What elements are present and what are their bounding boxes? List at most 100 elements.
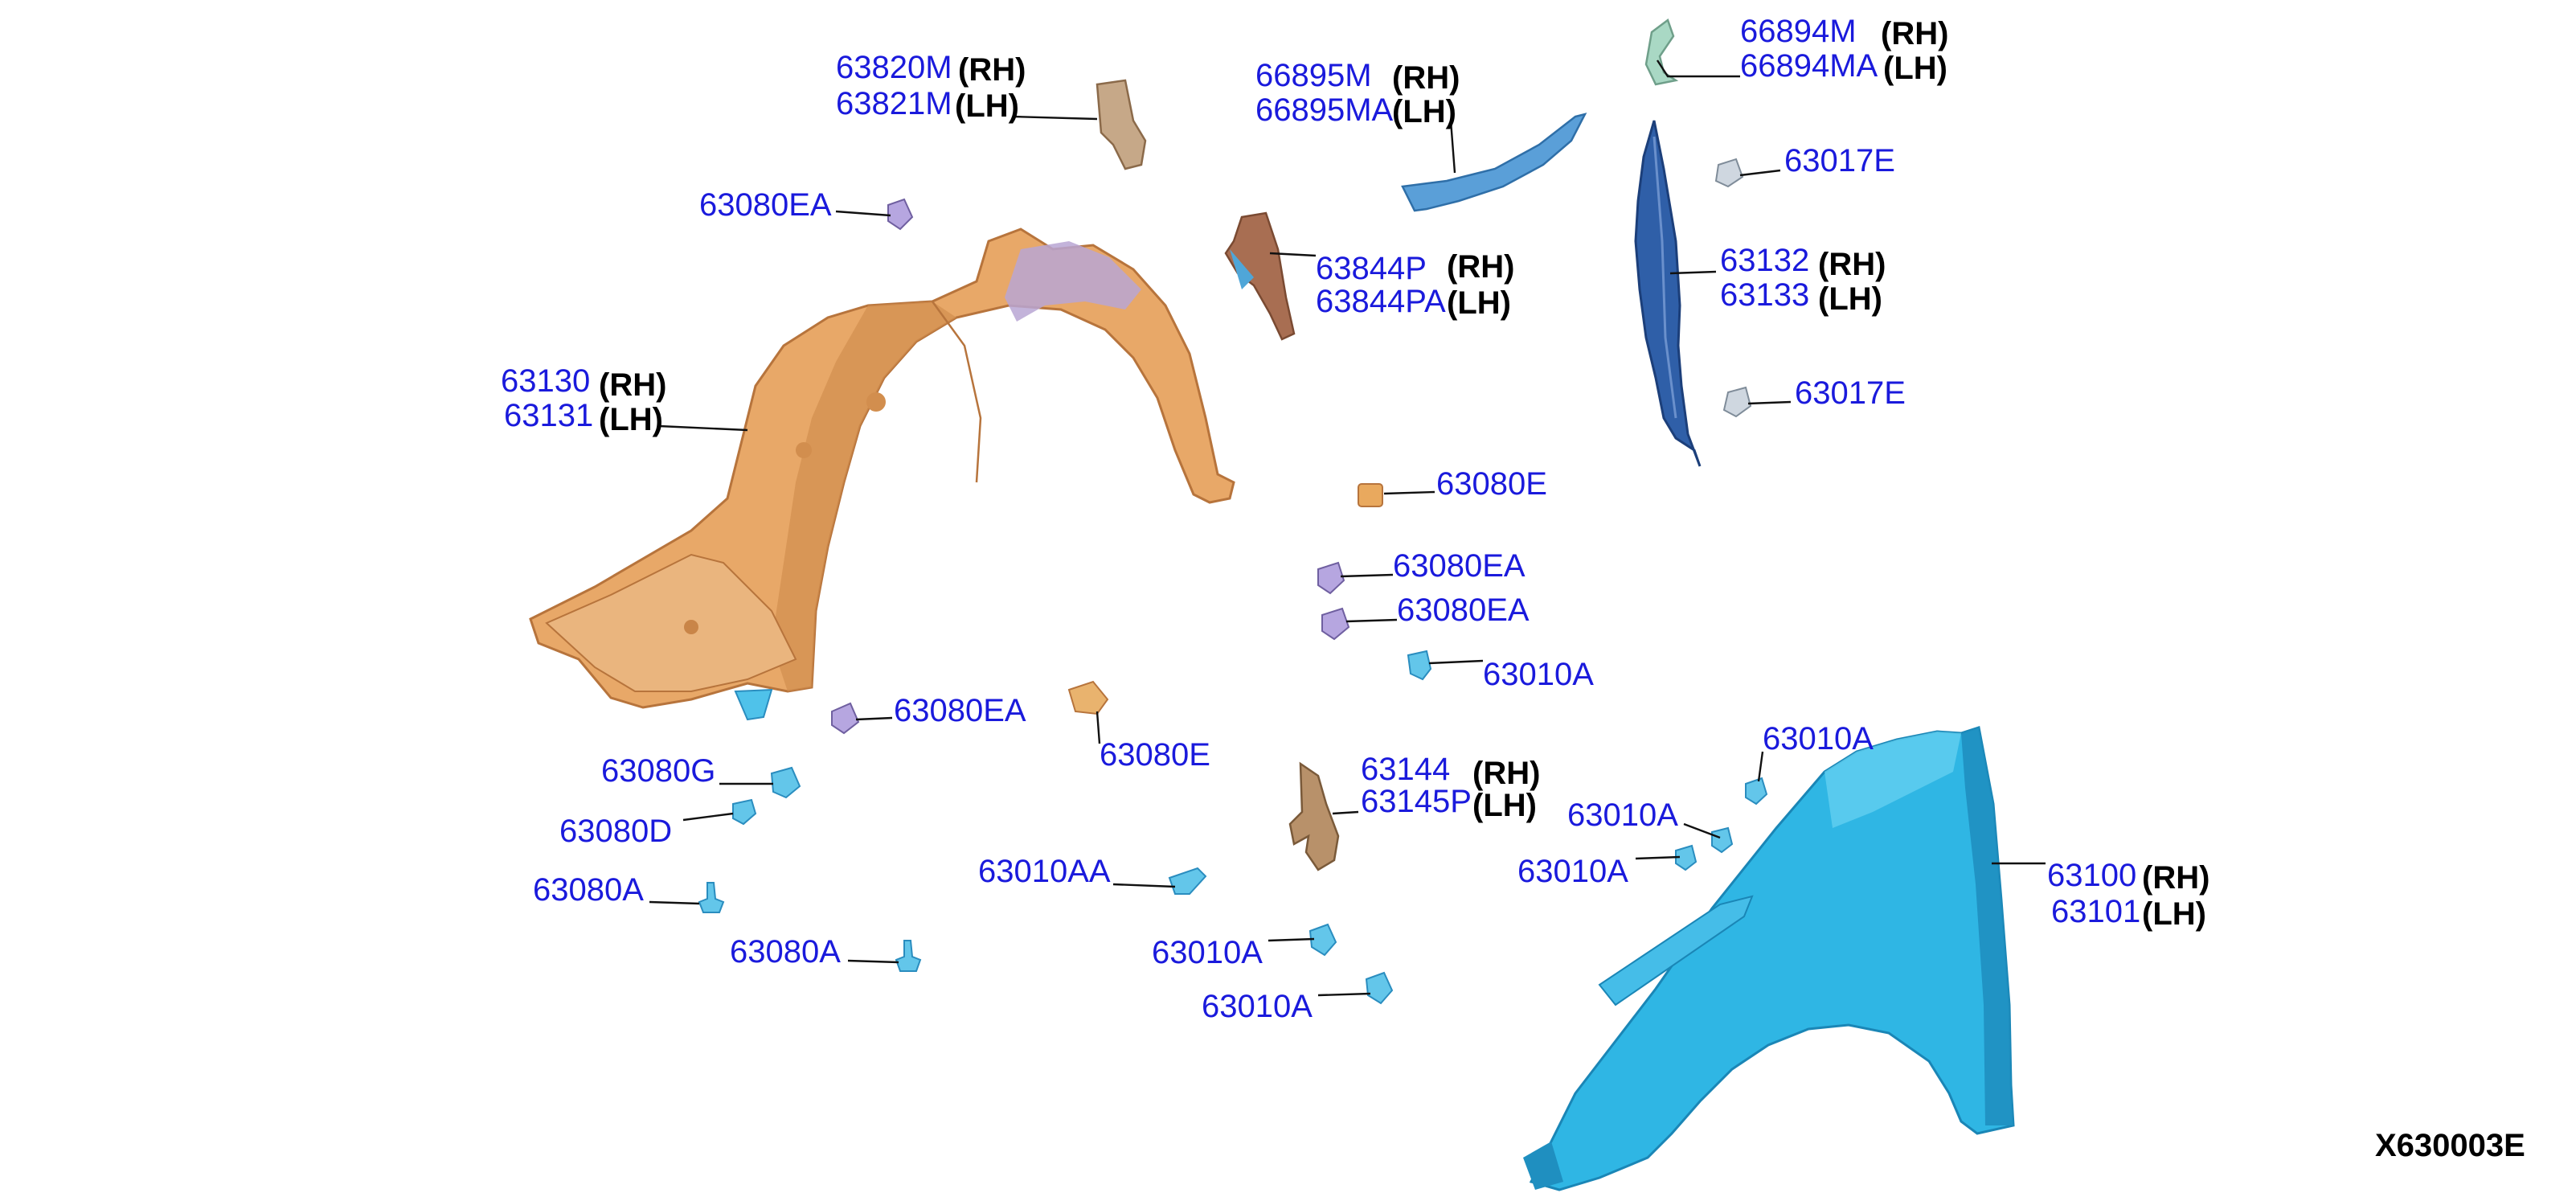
side-label: (RH) bbox=[958, 52, 1026, 88]
part-number-label: 63101 bbox=[2051, 894, 2140, 929]
clip-icon bbox=[1321, 607, 1350, 641]
clip-icon bbox=[770, 766, 801, 799]
leader-line bbox=[1317, 992, 1371, 997]
leader-line bbox=[1428, 659, 1484, 665]
fender-illustration bbox=[1523, 726, 2015, 1191]
part-labels: 63820M (RH) 63821M (LH) 66895M (RH) 6689… bbox=[501, 14, 2525, 1163]
part-number-label: 63132 bbox=[1720, 243, 1809, 278]
leader-line bbox=[1012, 115, 1098, 121]
leader-line bbox=[1269, 252, 1317, 257]
part-number-label: 63080A bbox=[533, 872, 644, 908]
side-label: (RH) bbox=[2142, 860, 2209, 896]
wheel-liner-top-plate bbox=[1005, 241, 1141, 322]
leader-line bbox=[1757, 751, 1764, 782]
side-label: (LH) bbox=[2142, 896, 2206, 932]
wheel-liner-illustration bbox=[529, 228, 1235, 721]
seal-illustration bbox=[1644, 18, 1679, 86]
grommet-icon bbox=[1722, 386, 1752, 418]
part-number-label: 63144 bbox=[1361, 752, 1450, 787]
moulding-shape bbox=[1401, 113, 1587, 212]
part-number-label: 63010A bbox=[1152, 935, 1263, 970]
wheel-liner-shading bbox=[772, 301, 956, 691]
part-number-label: 63010A bbox=[1517, 854, 1628, 889]
side-label: (LH) bbox=[1818, 281, 1882, 317]
part-number-label: 63080EA bbox=[1393, 548, 1526, 584]
part-number-label: 66895M bbox=[1255, 58, 1372, 93]
fender-dark-edge bbox=[1961, 728, 2013, 1125]
leader-line bbox=[835, 210, 891, 217]
part-number-label: 63080EA bbox=[699, 187, 832, 223]
bolt-icon bbox=[1308, 923, 1337, 957]
part-number-label: 63820M bbox=[836, 50, 952, 85]
nut-icon bbox=[1067, 680, 1109, 715]
wheel-liner-seam bbox=[931, 301, 982, 483]
leader-line bbox=[1739, 169, 1781, 177]
fasteners bbox=[698, 158, 1768, 1005]
bracket-stay-illustration bbox=[1288, 761, 1340, 871]
part-number-label: 63010A bbox=[1483, 657, 1594, 692]
side-label: (LH) bbox=[955, 88, 1019, 124]
part-number-label: 63010AA bbox=[978, 854, 1111, 889]
leader-line bbox=[1096, 711, 1101, 744]
wheel-liner-tab bbox=[734, 688, 773, 721]
leader-line bbox=[1112, 883, 1176, 888]
leader-lines bbox=[649, 59, 2046, 997]
clip-icon bbox=[831, 702, 860, 735]
leader-line bbox=[1669, 270, 1717, 275]
part-number-label: 63145P bbox=[1361, 784, 1472, 819]
screw-icon bbox=[732, 798, 757, 826]
bracket-lower-illustration bbox=[1224, 211, 1296, 341]
rivet-icon bbox=[895, 940, 922, 972]
part-number-label: 63010A bbox=[1567, 797, 1678, 833]
fender-flange bbox=[1598, 895, 1754, 1006]
bolt-icon bbox=[1407, 650, 1432, 681]
leader-line bbox=[1268, 937, 1315, 942]
moulding-illustration bbox=[1401, 113, 1587, 212]
leader-line bbox=[658, 424, 748, 432]
part-number-label: 63080E bbox=[1436, 466, 1547, 502]
leader-line bbox=[1332, 810, 1359, 815]
part-number-label: 63133 bbox=[1720, 277, 1809, 313]
part-number-label: 63844PA bbox=[1316, 284, 1446, 319]
part-number-label: 63010A bbox=[1763, 721, 1874, 756]
part-number-label: 63080EA bbox=[1397, 592, 1530, 628]
part-number-label: 63017E bbox=[1795, 375, 1906, 411]
part-number-label: 63821M bbox=[836, 86, 952, 121]
grommet-icon bbox=[1714, 158, 1744, 188]
fender-front-tab bbox=[1523, 1142, 1563, 1190]
side-label: (RH) bbox=[1881, 16, 1948, 51]
leader-line bbox=[1635, 855, 1681, 860]
leader-line bbox=[1683, 822, 1721, 839]
side-label: (LH) bbox=[1447, 285, 1511, 321]
bracket-upper-illustration bbox=[1096, 79, 1147, 170]
support-panel-shape bbox=[1634, 120, 1702, 467]
side-label: (RH) bbox=[1472, 756, 1540, 791]
bracket-stay-shape bbox=[1288, 761, 1340, 871]
part-number-label: 66894MA bbox=[1740, 48, 1878, 84]
fender-highlight bbox=[1824, 732, 1961, 828]
side-label: (RH) bbox=[1447, 249, 1514, 285]
part-number-label: 63131 bbox=[504, 398, 593, 433]
leader-line bbox=[1449, 120, 1456, 174]
bolt-icon bbox=[1675, 844, 1698, 871]
clip-icon bbox=[887, 198, 914, 231]
wheel-liner-floor bbox=[545, 553, 797, 692]
side-label: (LH) bbox=[1392, 94, 1456, 129]
side-label: (LH) bbox=[599, 402, 663, 437]
leader-line bbox=[682, 812, 734, 822]
side-label: (LH) bbox=[1472, 788, 1537, 823]
leader-line bbox=[1340, 573, 1394, 578]
bracket-upper-shape bbox=[1096, 79, 1147, 170]
part-number-label: 63080D bbox=[559, 814, 672, 849]
part-number-label: 63080EA bbox=[894, 693, 1026, 728]
leader-line bbox=[1345, 618, 1398, 623]
leader-line bbox=[1383, 490, 1435, 495]
leader-line bbox=[1656, 59, 1740, 78]
part-number-label: 63010A bbox=[1202, 989, 1313, 1024]
side-label: (LH) bbox=[1883, 51, 1947, 86]
bolt-icon bbox=[1711, 826, 1734, 854]
part-number-label: 66894M bbox=[1740, 14, 1857, 49]
bolt-icon bbox=[1745, 777, 1768, 806]
part-number-label: 63017E bbox=[1784, 143, 1895, 178]
